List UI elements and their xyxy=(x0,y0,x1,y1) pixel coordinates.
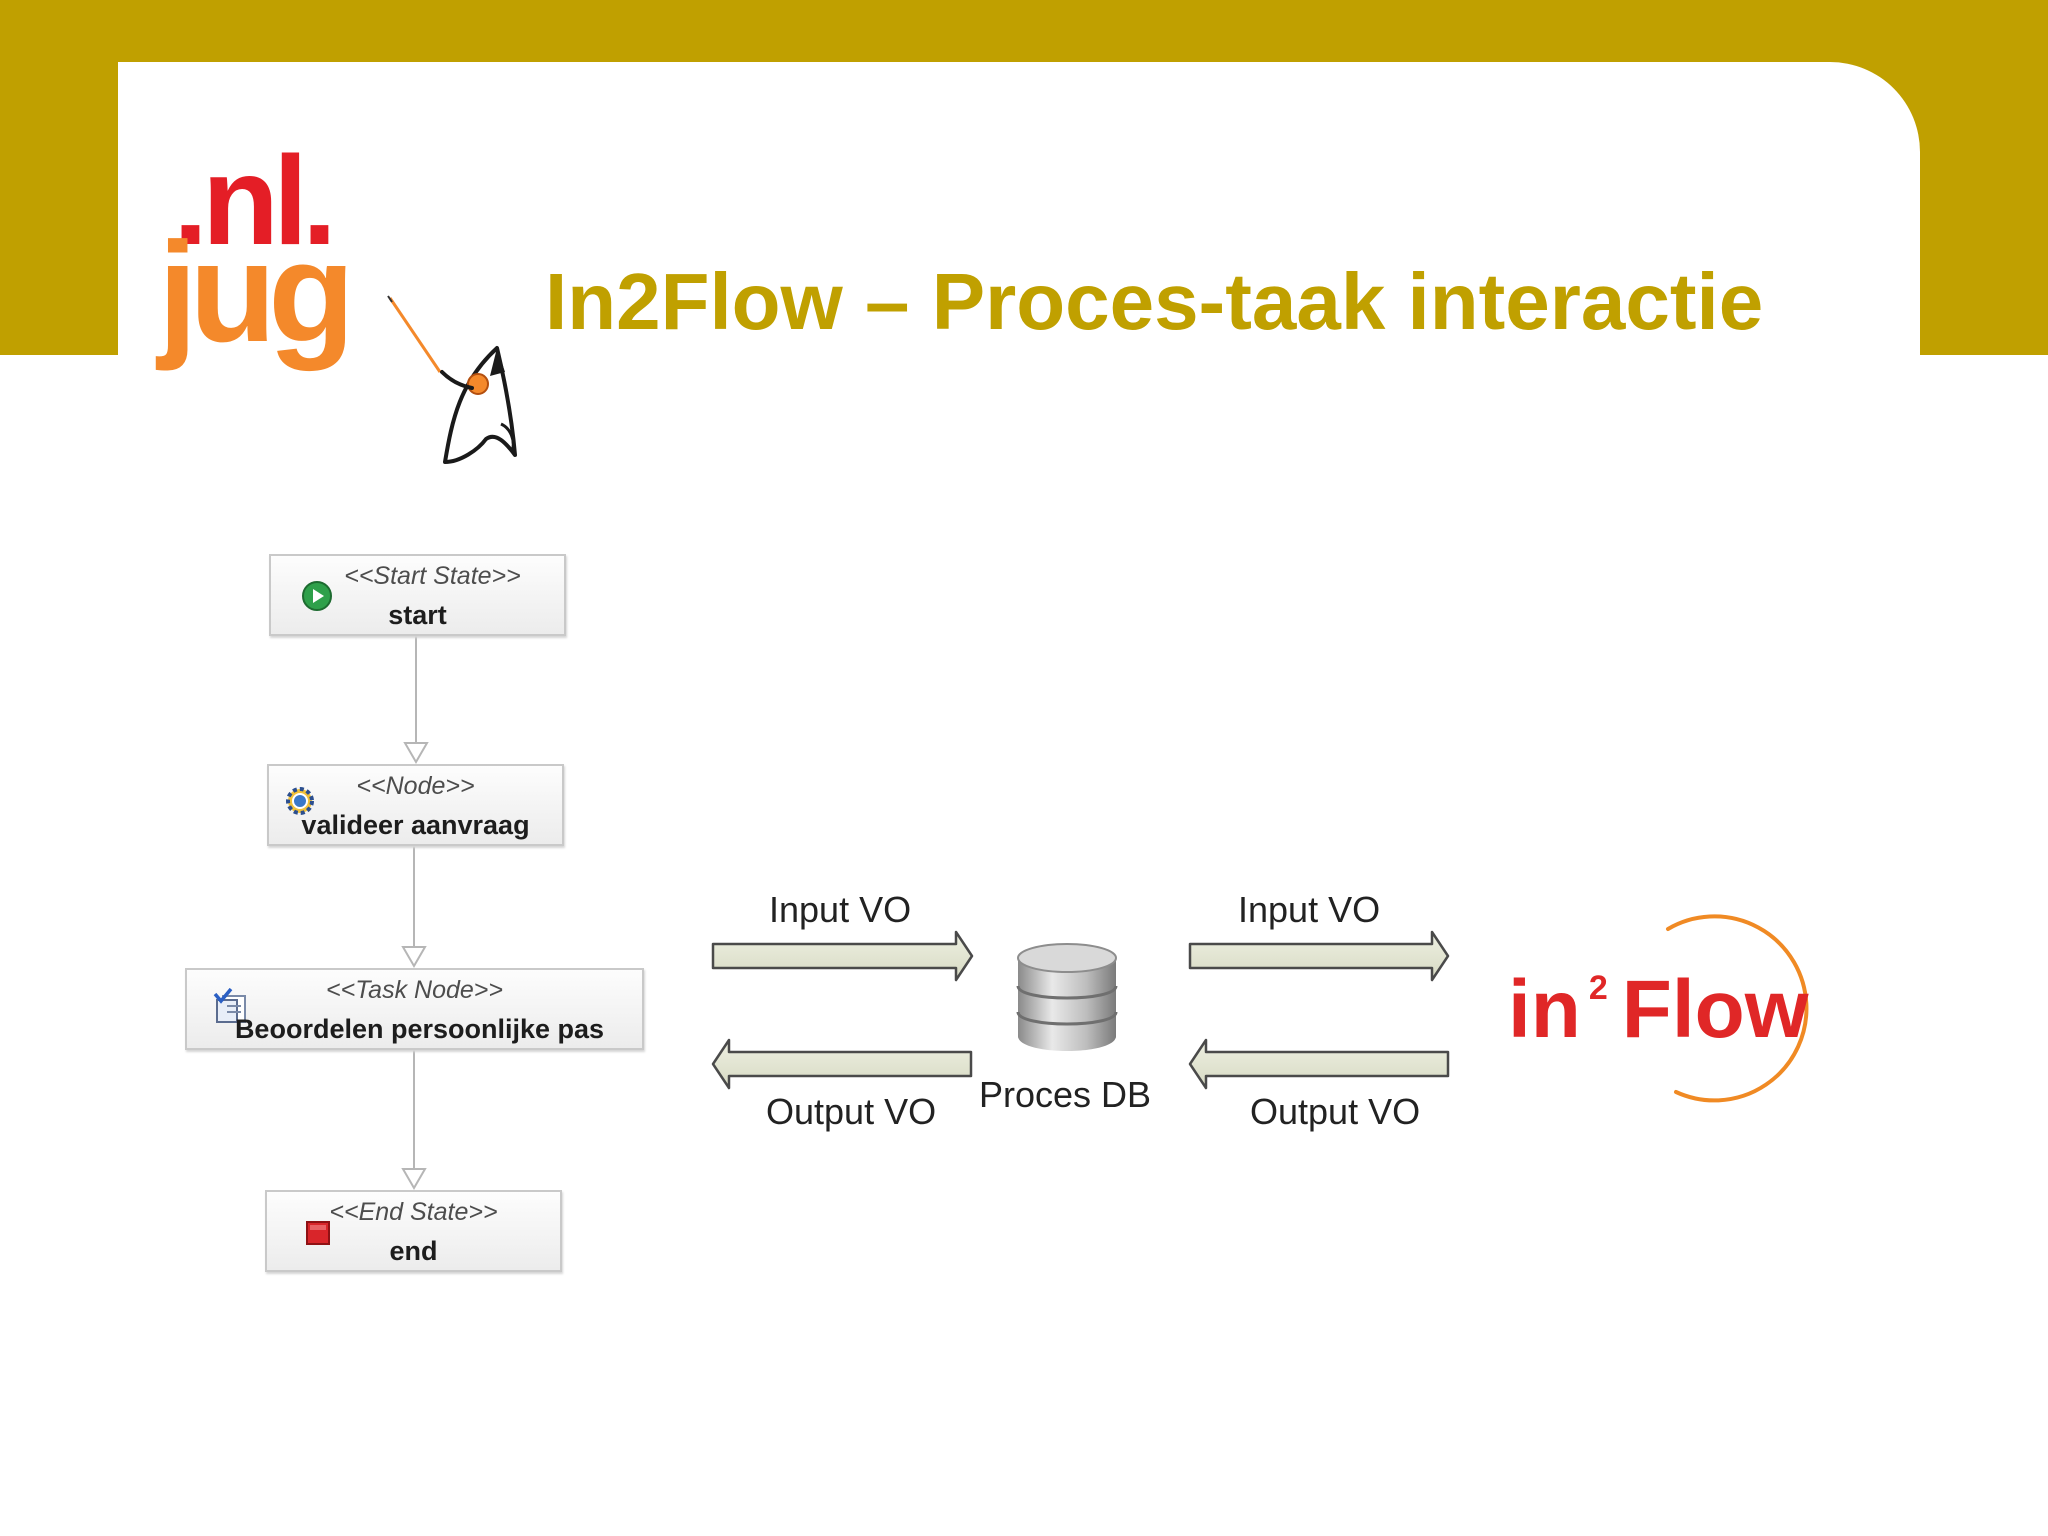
arrow-left-input xyxy=(711,930,974,982)
arrow-left-output xyxy=(711,1038,973,1090)
node-stereotype: <<End State>> xyxy=(329,1198,498,1226)
nljug-logo: .nl. jug xyxy=(158,138,530,470)
logo-jug-text: jug xyxy=(158,213,355,372)
slide-title: In2Flow – Proces-taak interactie xyxy=(545,257,1764,346)
node-stereotype: <<Node>> xyxy=(356,772,475,800)
connector-task-to-end xyxy=(401,1048,427,1190)
task-checklist-icon xyxy=(213,988,246,1023)
in2flow-ring-icon xyxy=(1666,914,1809,1103)
left-output-label: Output VO xyxy=(766,1091,937,1132)
gear-icon xyxy=(286,787,314,815)
node-name: valideer aanvraag xyxy=(301,810,530,840)
task-node: <<Task Node>> Beoordelen persoonlijke pa… xyxy=(185,968,644,1050)
database-icon xyxy=(1016,943,1118,1051)
node-name: end xyxy=(389,1236,438,1266)
in2flow-superscript: 2 xyxy=(1588,969,1608,1007)
in2flow-flow: Flow xyxy=(1621,964,1809,1055)
logo-nl-text: .nl. xyxy=(173,130,337,271)
connector-node-to-task xyxy=(401,844,427,968)
start-state-icon xyxy=(302,581,332,611)
connector-start-to-node xyxy=(403,634,429,764)
arrow-right-input xyxy=(1188,930,1450,982)
node-stereotype: <<Task Node>> xyxy=(326,976,503,1004)
validate-node: <<Node>> valideer aanvraag xyxy=(267,764,564,846)
node-stereotype: <<Start State>> xyxy=(344,562,521,590)
arrow-right-output xyxy=(1188,1038,1450,1090)
duke-mascot-icon xyxy=(387,295,517,464)
end-state-icon xyxy=(306,1221,330,1245)
right-input-label: Input VO xyxy=(1238,889,1381,930)
in2flow-in: in xyxy=(1508,964,1581,1055)
database-label: Proces DB xyxy=(979,1074,1152,1115)
end-state-node: <<End State>> end xyxy=(265,1190,562,1272)
start-state-node: <<Start State>> start xyxy=(269,554,566,636)
right-output-label: Output VO xyxy=(1250,1091,1421,1132)
node-name: start xyxy=(388,600,447,630)
node-name: Beoordelen persoonlijke pas xyxy=(234,1014,605,1044)
left-input-label: Input VO xyxy=(769,889,912,930)
